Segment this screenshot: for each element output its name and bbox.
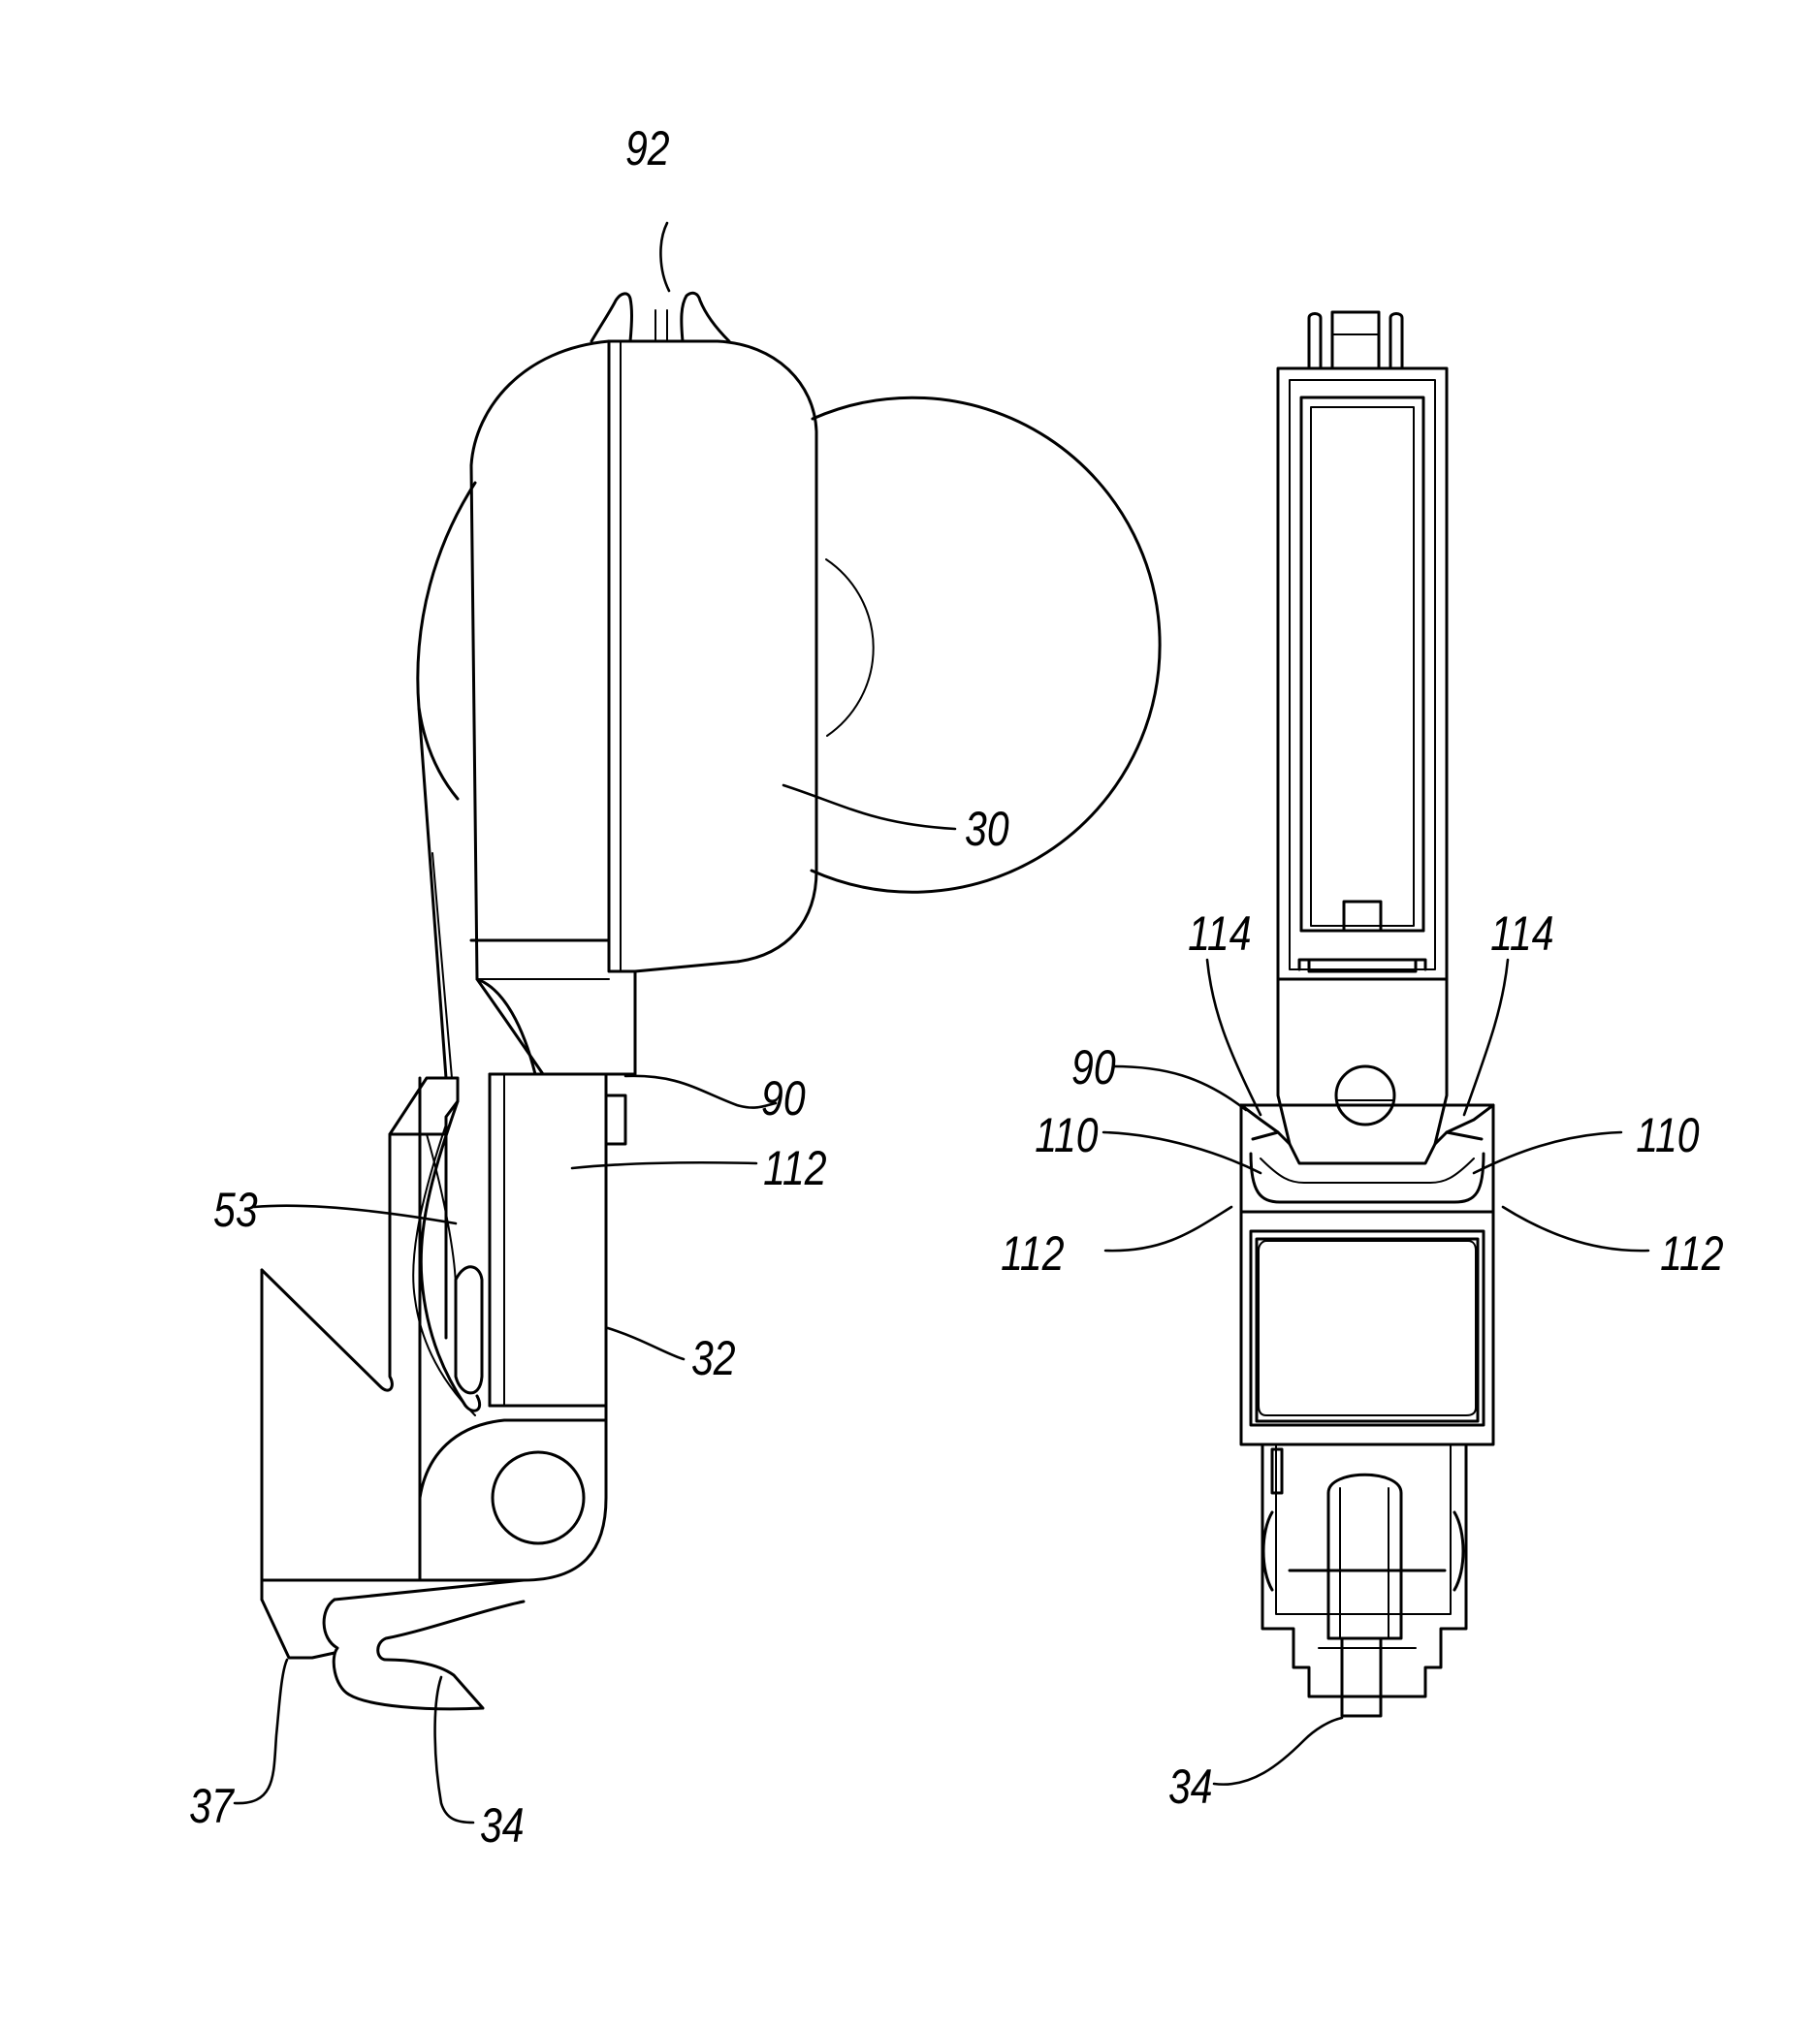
ref-37: 37 — [189, 1779, 235, 1833]
ref-110-right: 110 — [1636, 1108, 1700, 1162]
ref-114-right: 114 — [1490, 906, 1553, 961]
ref-32: 32 — [691, 1331, 736, 1385]
leaders-right — [1103, 960, 1648, 1785]
front-view — [1103, 312, 1648, 1785]
lower-body-32 — [262, 1074, 625, 1580]
ref-92: 92 — [625, 121, 670, 175]
ref-90-right: 90 — [1071, 1040, 1116, 1094]
upper-housing — [471, 341, 816, 1074]
front-upper-housing — [1278, 368, 1447, 979]
ref-112-right-a: 112 — [1001, 1226, 1064, 1281]
top-prongs — [1309, 312, 1402, 368]
tab-with-hole — [1278, 979, 1447, 1163]
ref-110-left: 110 — [1035, 1108, 1099, 1162]
top-cap-92 — [591, 293, 729, 341]
ref-34-left: 34 — [480, 1798, 525, 1853]
leaf-spring-53 — [413, 1101, 482, 1415]
foot-hook — [262, 1580, 524, 1709]
reference-numerals: 92 30 90 112 53 32 37 34 114 114 90 110 … — [189, 121, 1723, 1853]
body-30 — [418, 397, 1160, 892]
blade-edge — [419, 708, 446, 1078]
ref-90-left: 90 — [761, 1071, 806, 1126]
ref-112-left: 112 — [763, 1141, 826, 1195]
cross-piece — [1241, 1105, 1493, 1444]
ref-112-right-b: 112 — [1660, 1226, 1723, 1281]
ref-34-right: 34 — [1168, 1760, 1213, 1814]
ref-114-left: 114 — [1188, 906, 1251, 961]
lower-assembly — [1262, 1444, 1466, 1716]
ref-53: 53 — [213, 1183, 258, 1237]
side-view — [235, 223, 1160, 1823]
leaders-left — [235, 223, 955, 1823]
ref-30: 30 — [965, 802, 1009, 856]
